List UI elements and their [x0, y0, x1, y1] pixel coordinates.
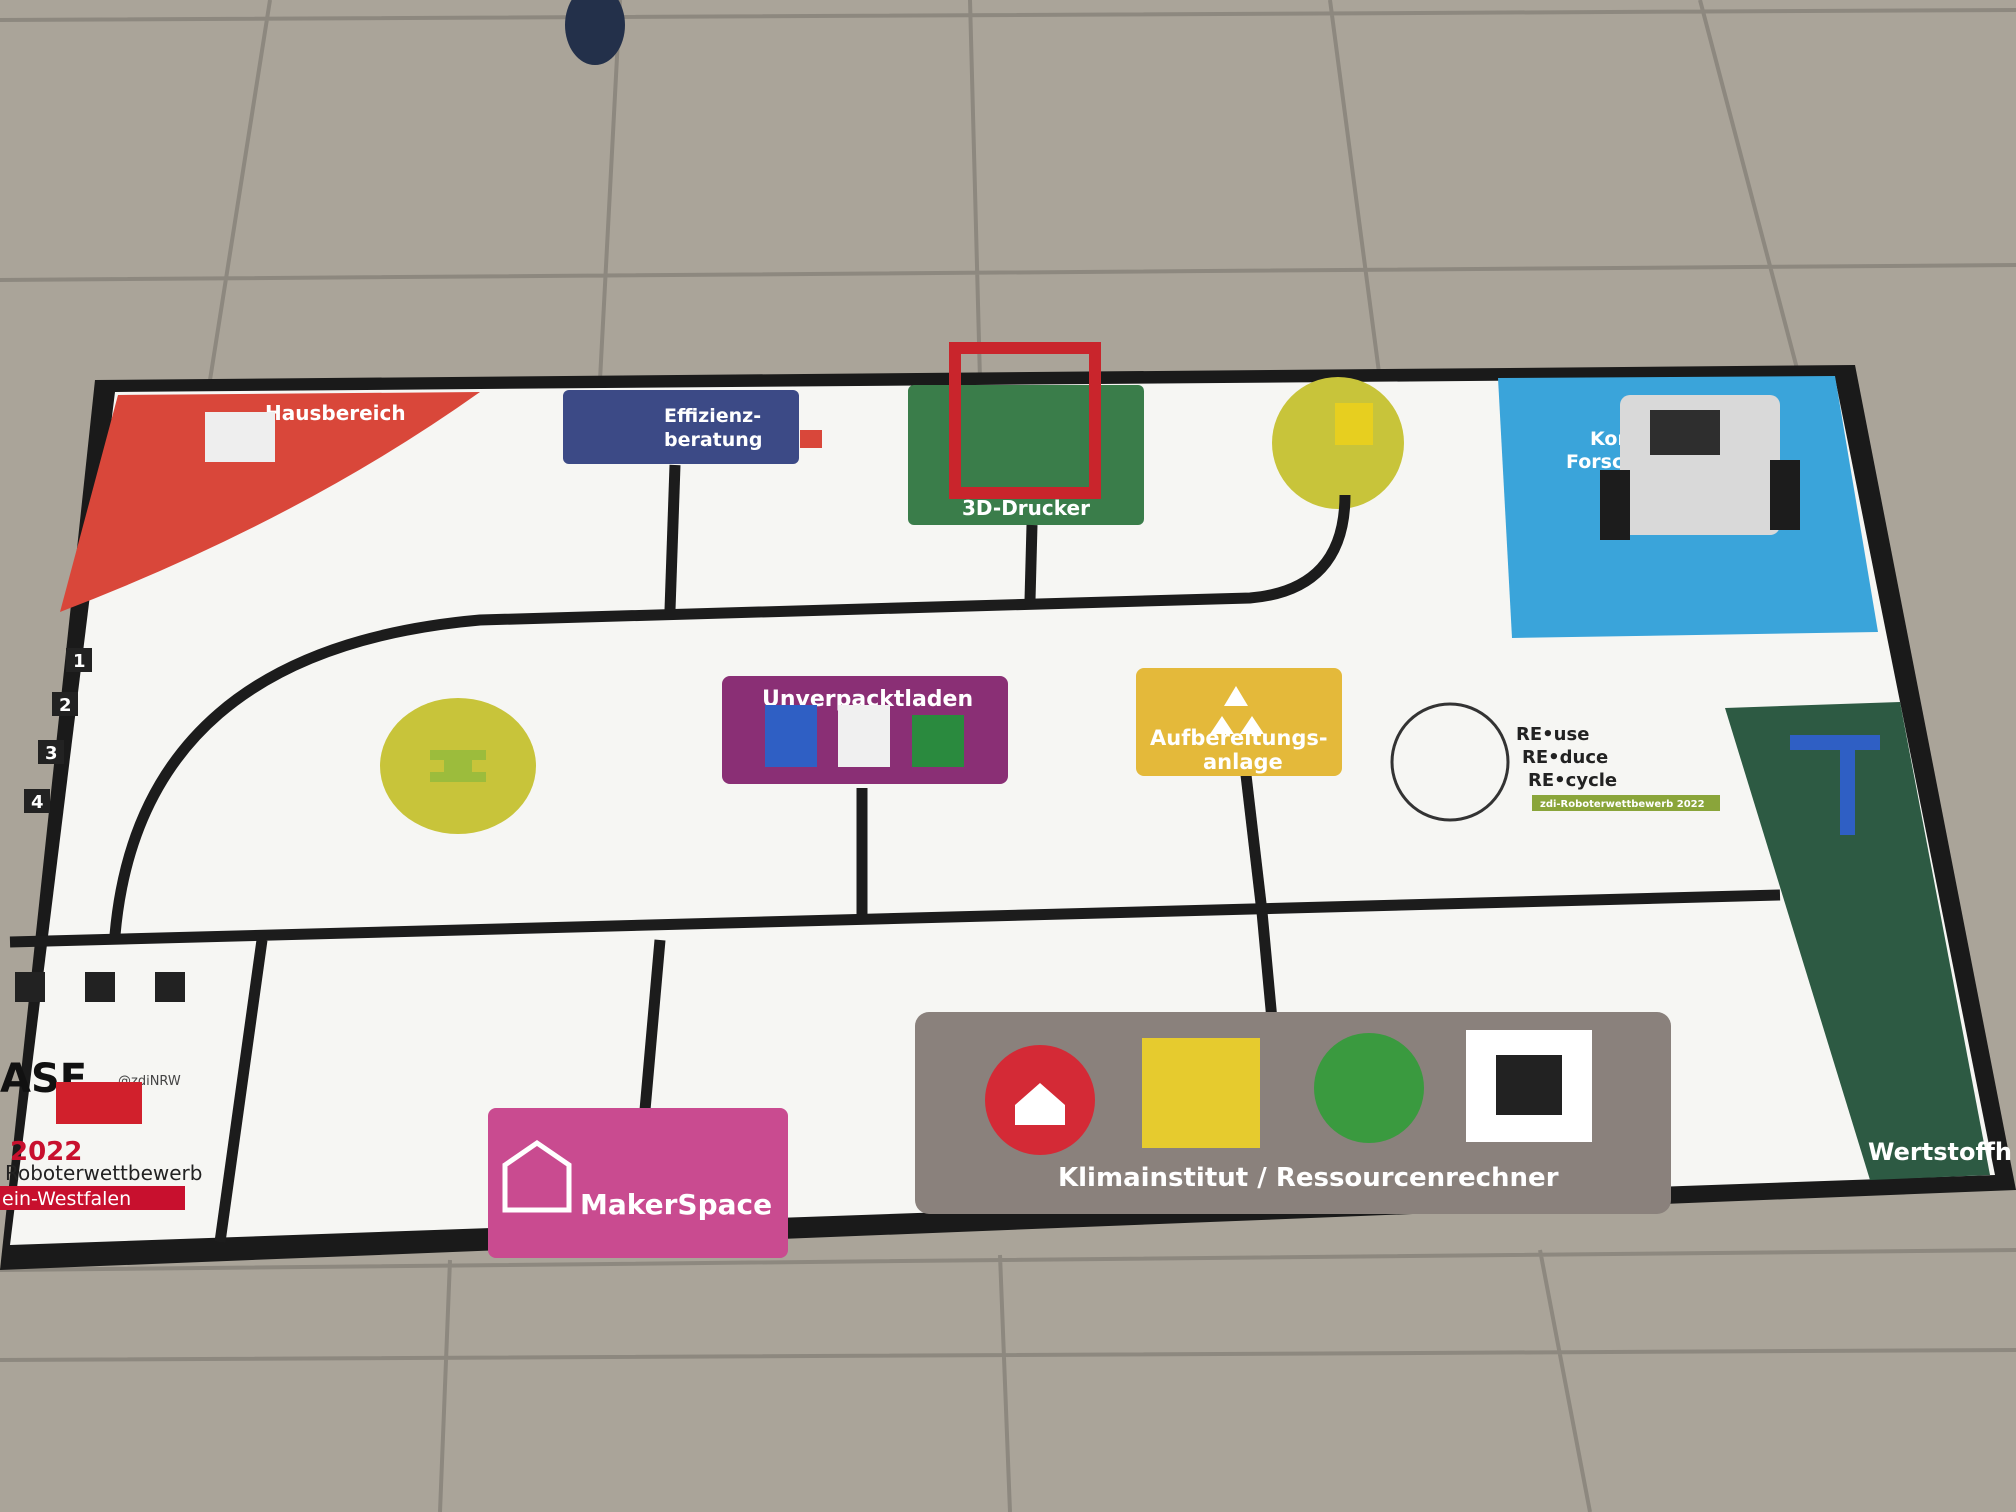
start-number-1: 1 — [73, 651, 86, 672]
start-numbers: 1 2 3 4 — [24, 648, 92, 813]
reuse-text: RE•use — [1516, 724, 1589, 745]
recycle-logo: RE•use RE•duce RE•cycle zdi-Roboterwettb… — [1390, 702, 1720, 822]
house-tools-icon — [502, 1139, 572, 1213]
leisure-circle — [1314, 1033, 1424, 1143]
makerspace-zone — [488, 1108, 788, 1258]
bone-icon — [430, 750, 486, 782]
makerspace-label: MakerSpace — [580, 1188, 772, 1221]
aufbereitung-label-2: anlage — [1203, 750, 1283, 774]
aufbereitung-zone — [1136, 668, 1342, 776]
yellow-car — [1335, 403, 1373, 445]
sponsor-line-2: ein-Westfalen — [2, 1188, 131, 1210]
ev3-robot — [1600, 395, 1800, 540]
start-number-4: 4 — [31, 792, 44, 813]
forschung-label-2: Forsc — [1566, 451, 1623, 473]
printer-lego-model — [949, 342, 1101, 499]
3d-drucker-label: 3D-Drucker — [962, 496, 1090, 520]
sponsor-panel: ASE @zdiNRW 2022 Roboterwettbewerb ein-W… — [0, 972, 202, 1210]
wertstoffhof-zone — [1725, 702, 1990, 1180]
effizienz-label-1: Effizienz- — [664, 405, 761, 427]
travel-square — [1142, 1038, 1260, 1148]
aufbereitung-label-1: Aufbereitungs- — [1150, 726, 1328, 750]
competition-badge: zdi-Roboterwettbewerb 2022 — [1540, 799, 1705, 810]
house-lego — [205, 412, 275, 462]
klimainstitut-label: Klimainstitut / Ressourcenrechner — [1058, 1163, 1559, 1193]
effizienz-zone — [563, 390, 799, 464]
shoe — [565, 0, 625, 65]
recycle-text: RE•cycle — [1528, 770, 1617, 791]
house-icon — [1015, 1083, 1065, 1125]
sponsor-line-1: Roboterwettbewerb — [5, 1161, 202, 1185]
wertstoffhof-label: Wertstoffh — [1868, 1138, 2012, 1166]
red-lego-brick — [56, 1082, 142, 1124]
start-number-2: 2 — [59, 695, 72, 716]
effizienz-label-2: beratung — [664, 429, 762, 451]
hausbereich-zone — [60, 392, 480, 612]
recycle-icon — [1210, 686, 1264, 734]
reduce-text: RE•duce — [1522, 747, 1608, 768]
lego-models — [56, 342, 1880, 1124]
start-number-3: 3 — [45, 743, 58, 764]
track-lines — [9, 464, 1781, 1243]
sponsor-year: 2022 — [10, 1137, 82, 1167]
competition-mat: Hausbereich Effizienz- beratung 3D-Druck… — [0, 342, 2016, 1270]
hausbereich-label: Hausbereich — [265, 401, 406, 425]
